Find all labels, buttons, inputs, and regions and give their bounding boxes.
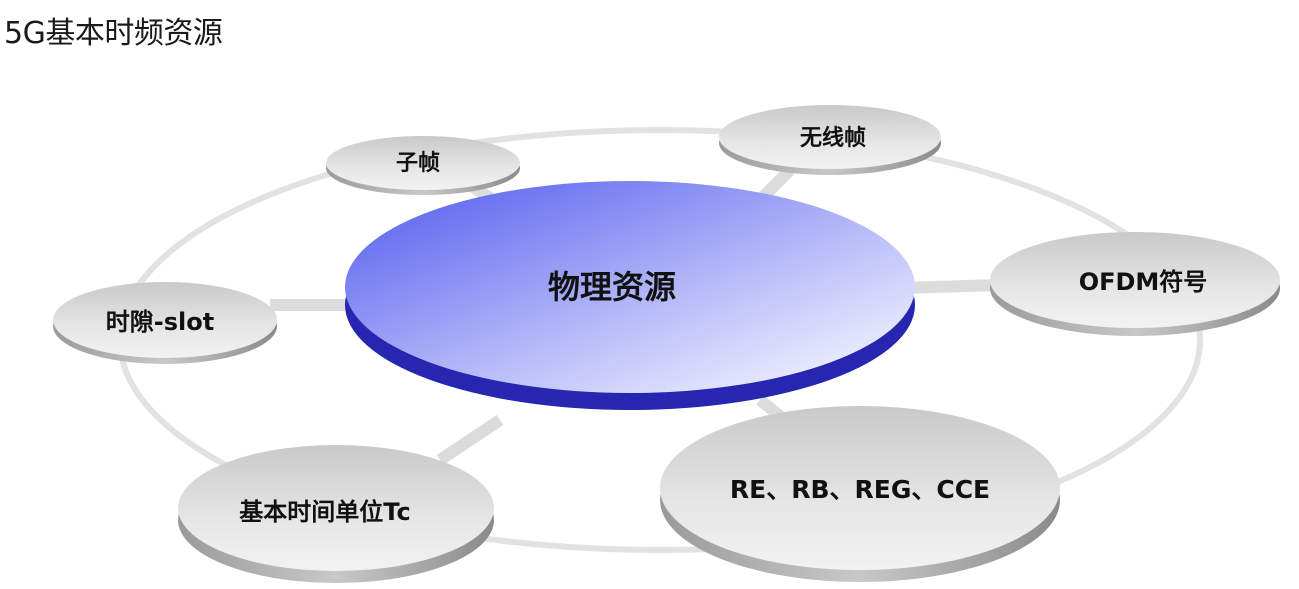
center-node-top: [345, 181, 915, 393]
node-radio-frame[interactable]: 无线帧: [719, 105, 941, 175]
node-subframe-label: 子帧: [396, 151, 440, 176]
node-ofdm-symbol[interactable]: OFDM符号: [990, 232, 1280, 336]
node-slot-label: 时隙-slot: [106, 308, 214, 336]
node-slot[interactable]: 时隙-slot: [53, 282, 277, 364]
node-re-rb-reg-cce-label: RE、RB、REG、CCE: [730, 475, 990, 504]
node-ofdm-symbol-label: OFDM符号: [1079, 268, 1208, 296]
node-subframe[interactable]: 子帧: [326, 136, 520, 195]
node-re-rb-reg-cce[interactable]: RE、RB、REG、CCE: [660, 406, 1060, 582]
page-title: 5G基本时频资源: [4, 16, 223, 51]
node-basic-time-unit[interactable]: 基本时间单位Tc: [178, 445, 494, 583]
node-basic-time-unit-label: 基本时间单位Tc: [239, 498, 410, 526]
center-node-label: 物理资源: [548, 268, 676, 306]
center-node-physical-resource[interactable]: 物理资源: [345, 181, 915, 410]
node-radio-frame-label: 无线帧: [800, 125, 866, 151]
